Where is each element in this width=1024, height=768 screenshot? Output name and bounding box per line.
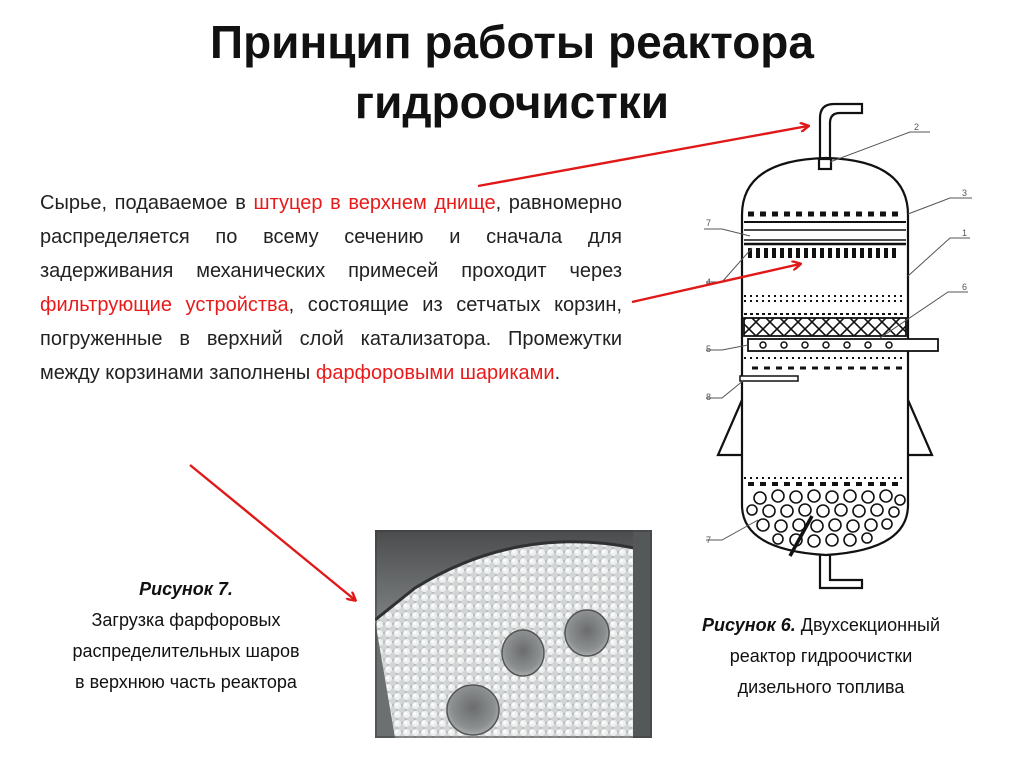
part-label-7-top: 7 [706,218,711,228]
part-label-8: 8 [706,392,711,402]
figure7-line-3: в верхнюю часть реактора [75,672,297,692]
highlight-top-nozzle: штуцер в верхнем днище [253,192,496,214]
figure7-label: Рисунок 7. [139,579,233,599]
top-distributor [744,211,906,241]
top-dome [740,156,910,216]
page-title: Принцип работы реактора гидроочистки [0,12,1024,132]
right-support [906,399,934,457]
description-text-1: Сырье, подаваемое в [40,192,254,214]
figure6-label: Рисунок 6. [701,615,796,635]
bottom-bed [744,477,906,557]
porcelain-balls-photo-drawing [375,530,652,738]
title-line-2: гидроочистки [354,76,670,128]
description-paragraph: Сырье, подаваемое в штуцер в верхнем дни… [40,186,622,390]
part-label-7-bottom: 7 [706,535,711,545]
mid-distributor [739,338,939,382]
left-support [716,399,744,457]
figure6-line-1: Рисунок 6. Двухсекционный [656,610,986,641]
figure6-line-2: реактор гидроочистки [729,646,913,666]
part-label-5: 5 [706,344,711,354]
part-label-3: 3 [962,188,967,198]
arrow-to-filter-baskets [631,264,800,304]
top-nozzle [818,102,864,158]
filter-baskets [744,242,906,258]
description-text-2: , равномерно распределяется по всему сеч… [40,192,622,282]
part-label-6: 6 [962,282,967,292]
description-text-4: . [554,362,561,384]
leader-lines [704,131,972,541]
bottom-dome [740,480,910,557]
red-arrows [189,126,808,600]
figure6-caption: Рисунок 6. Двухсекционный реактор гидроо… [656,610,986,703]
arrow-to-top-nozzle [477,126,808,188]
porcelain-balls-photo [375,530,652,738]
part-label-4: 4 [706,277,711,287]
highlight-filter-devices: фильтрующие устройства [40,294,289,316]
part-number-labels: 2 3 1 6 7 4 5 8 7 [706,122,967,545]
bottom-nozzle [818,555,864,590]
arrow-to-photo [189,464,355,600]
figure6-line-3: дизельного топлива [737,677,905,697]
nozzle-flange [817,157,833,171]
title-line-1: Принцип работы реактора [210,16,814,68]
figure6-line-1-rest: Двухсекционный [795,615,941,635]
figure7-line-2: распределительных шаров [72,641,300,661]
part-label-2: 2 [914,122,919,132]
figure7-caption: Рисунок 7. Загрузка фарфоровых распредел… [28,574,344,698]
description-text-3: , состоящие из сетчатых корзин, погружен… [40,294,623,384]
figure7-line-1: Загрузка фарфоровых [91,610,281,630]
catalyst-grid [743,317,907,337]
highlight-porcelain-balls: фарфоровыми шариками [315,362,555,384]
part-label-1: 1 [962,228,967,238]
